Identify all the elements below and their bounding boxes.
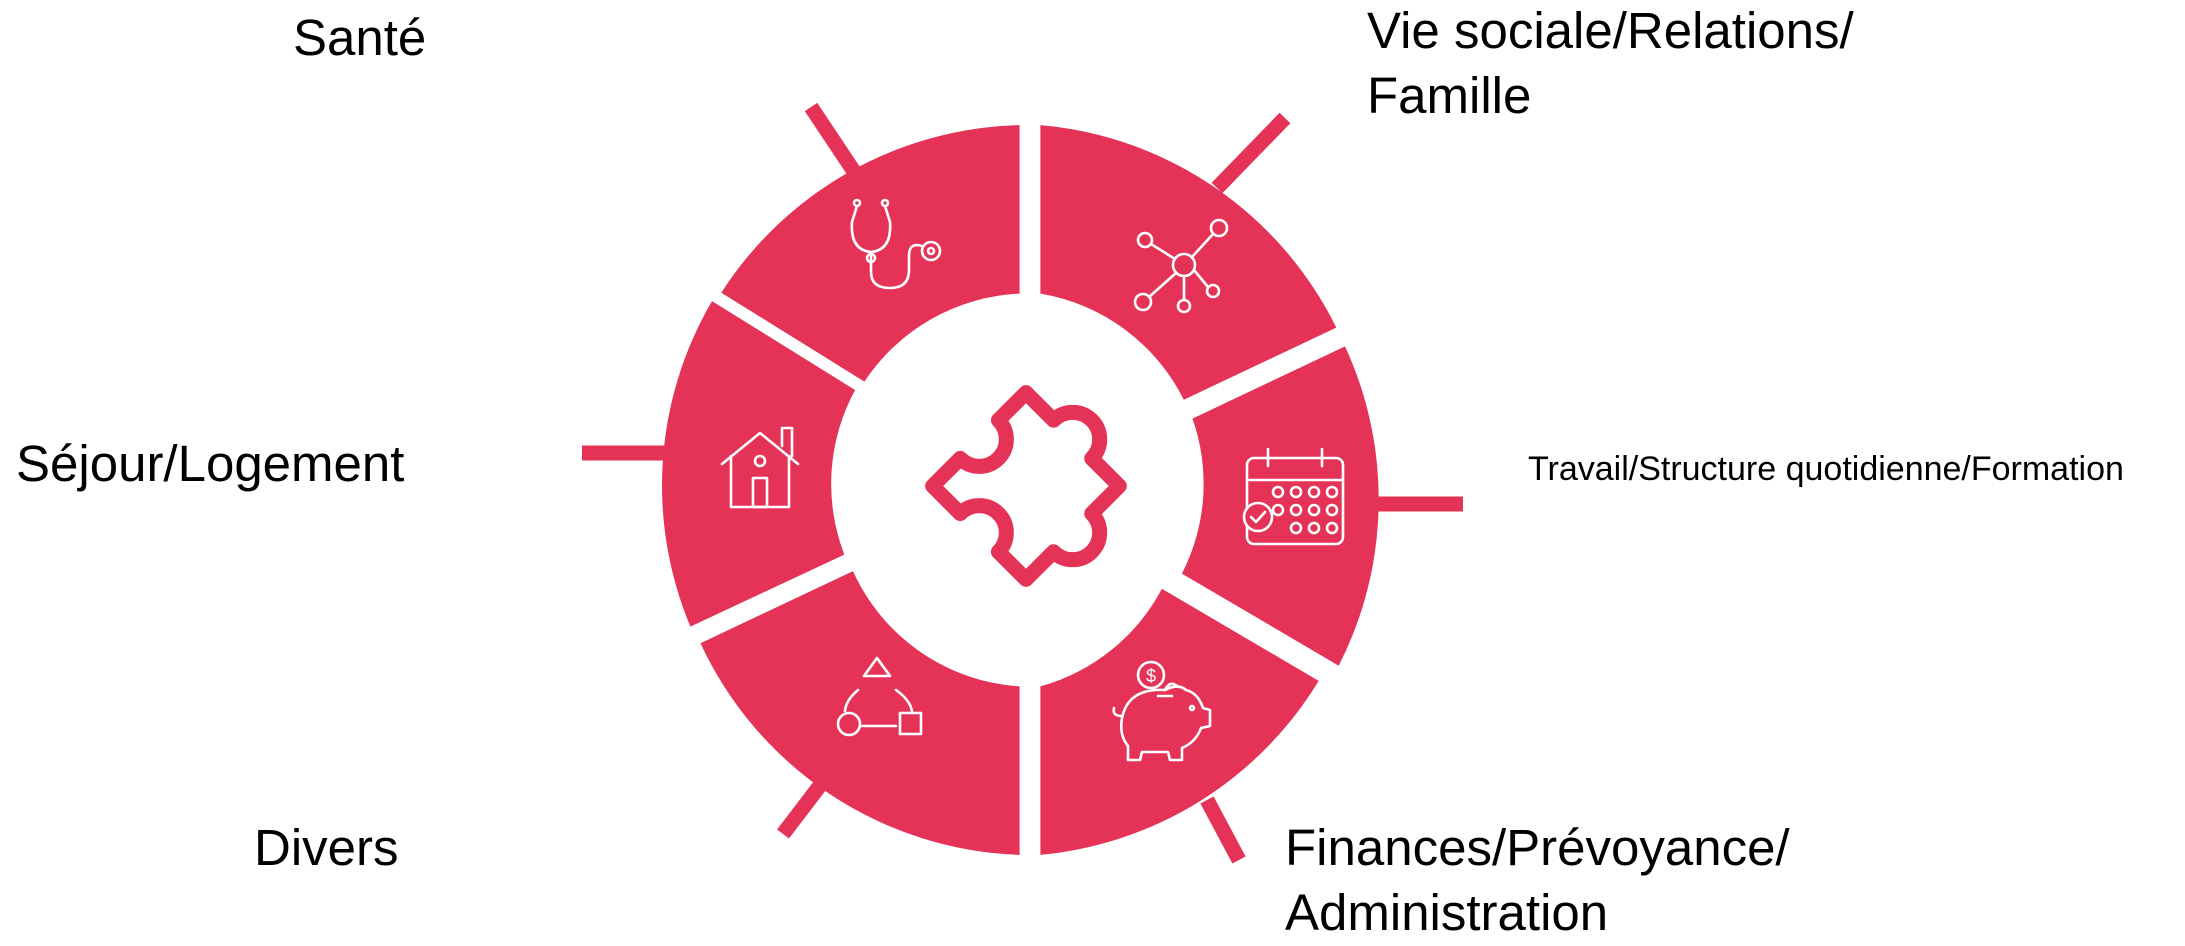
segment-finances	[1040, 588, 1319, 855]
connector-sante	[804, 102, 864, 181]
segment-divers	[700, 571, 1020, 855]
connector-vie-sociale	[1211, 112, 1291, 194]
calendar-check-icon	[1242, 447, 1345, 546]
segment-sejour	[662, 301, 856, 627]
house-icon	[720, 426, 800, 509]
piggy-bank-icon: $	[1112, 660, 1212, 762]
stethoscope-icon	[850, 198, 942, 290]
shapes-icon	[836, 656, 923, 737]
label-finances: Finances/Prévoyance/ Administration	[1285, 819, 1790, 942]
connector-finances	[1200, 796, 1246, 864]
segment-vie-sociale	[1040, 125, 1337, 400]
label-sejour: Séjour/Logement	[16, 435, 405, 492]
label-divers: Divers	[254, 819, 399, 876]
connector-divers	[777, 774, 831, 839]
label-travail: Travail/Structure quotidienne/Formation	[1528, 450, 2124, 488]
label-sante: Santé	[293, 9, 427, 66]
network-icon	[1133, 218, 1229, 314]
label-vie-sociale: Vie sociale/Relations/ Famille	[1367, 2, 1854, 125]
svg-text:$: $	[1146, 666, 1156, 686]
puzzle-piece-icon	[925, 385, 1127, 587]
